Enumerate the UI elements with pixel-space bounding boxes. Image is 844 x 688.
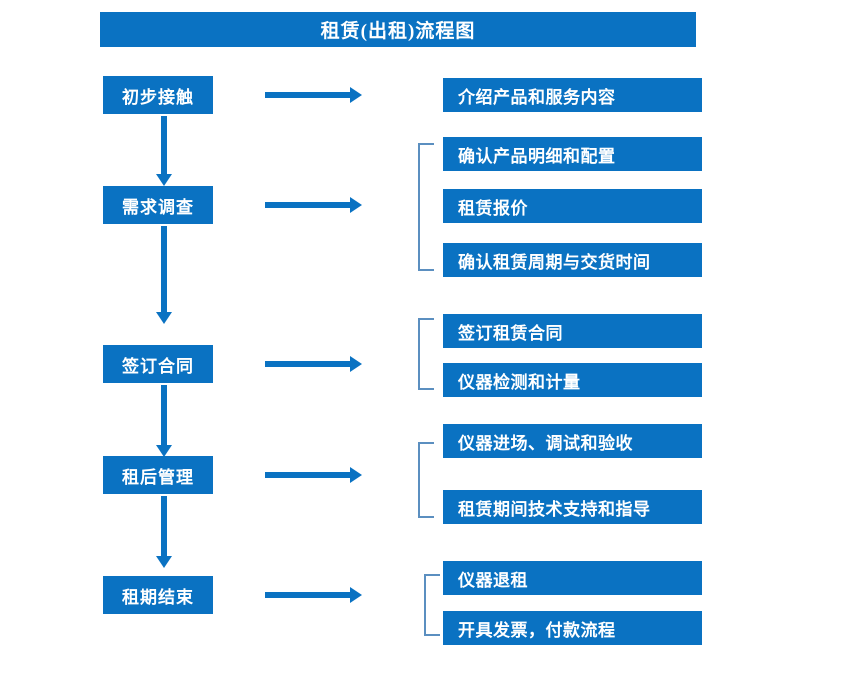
right-arrow-icon-4 <box>265 466 362 484</box>
detail-box-5-2[interactable]: 开具发票，付款流程 <box>443 611 702 645</box>
right-arrow-icon-2 <box>265 196 362 214</box>
page-title: 租赁(出租)流程图 <box>100 12 696 47</box>
right-arrow-icon-5 <box>265 586 362 604</box>
down-arrow-icon-1 <box>155 116 173 186</box>
detail-box-2-2[interactable]: 租赁报价 <box>443 189 702 223</box>
right-arrow-icon-1 <box>265 86 362 104</box>
detail-box-4-1[interactable]: 仪器进场、调试和验收 <box>443 424 702 458</box>
group-bracket-4 <box>418 442 434 518</box>
down-arrow-icon-3 <box>155 385 173 457</box>
detail-box-5-1[interactable]: 仪器退租 <box>443 561 702 595</box>
detail-box-2-1[interactable]: 确认产品明细和配置 <box>443 137 702 171</box>
stage-box-4[interactable]: 租后管理 <box>103 456 213 494</box>
group-bracket-5 <box>424 574 440 636</box>
group-bracket-2 <box>418 143 434 271</box>
detail-box-2-3[interactable]: 确认租赁周期与交货时间 <box>443 243 702 277</box>
detail-box-3-1[interactable]: 签订租赁合同 <box>443 314 702 348</box>
stage-box-3[interactable]: 签订合同 <box>103 345 213 383</box>
detail-box-1-1[interactable]: 介绍产品和服务内容 <box>443 78 702 112</box>
down-arrow-icon-4 <box>155 496 173 568</box>
group-bracket-3 <box>418 318 434 390</box>
stage-box-5[interactable]: 租期结束 <box>103 576 213 614</box>
detail-box-4-2[interactable]: 租赁期间技术支持和指导 <box>443 490 702 524</box>
right-arrow-icon-3 <box>265 355 362 373</box>
stage-box-2[interactable]: 需求调查 <box>103 186 213 224</box>
down-arrow-icon-2 <box>155 226 173 324</box>
detail-box-3-2[interactable]: 仪器检测和计量 <box>443 363 702 397</box>
stage-box-1[interactable]: 初步接触 <box>103 76 213 114</box>
